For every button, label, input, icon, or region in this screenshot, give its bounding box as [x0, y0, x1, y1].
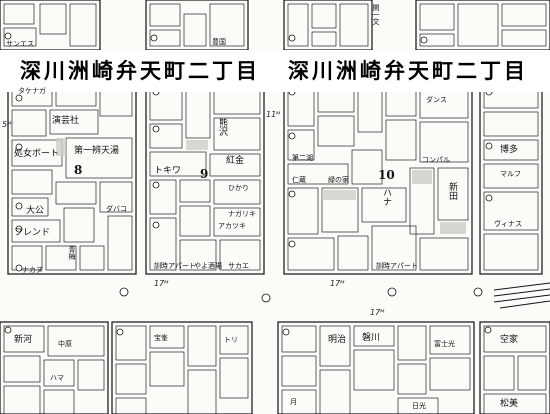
building-label: マルフ: [500, 170, 521, 178]
building-label: 第一辨天湯: [74, 146, 120, 156]
street-mark: 17ᴹ: [330, 279, 345, 288]
block-right: [479, 81, 543, 275]
block-top-4: [415, 0, 550, 51]
building-label: 空家: [500, 335, 519, 345]
block-bottom-1: [0, 321, 109, 414]
building-label: 訓時アパート: [154, 262, 196, 270]
building-label: 月: [290, 398, 297, 406]
building-label: 処女ボート: [14, 149, 60, 159]
building-label: ハマ: [50, 374, 64, 382]
building-label: ダンス: [426, 96, 447, 104]
building-label: ナガリキ: [228, 210, 256, 218]
block-bottom-3: [277, 321, 475, 414]
building-label: 新河: [14, 335, 33, 345]
building-label: 関一文: [372, 4, 380, 25]
building-label: 訓時アパート: [376, 262, 418, 270]
building-label: 仁蔵: [292, 176, 306, 184]
building-label: トキワ: [154, 166, 182, 176]
building-label: アカツキ: [218, 222, 246, 230]
street-title-right: 深川洲崎弁天町二丁目: [288, 58, 528, 83]
building-label: やよ酒場: [194, 262, 222, 270]
building-label: 中原: [58, 340, 72, 348]
building-label: フレンド: [14, 228, 51, 238]
building-label: 宝峯: [154, 334, 168, 342]
block-top-3: [283, 0, 373, 51]
block-bottom-2: [111, 321, 253, 414]
block-number-8: 8: [74, 163, 83, 177]
block-number-10: 10: [378, 168, 395, 182]
street-title-left: 深川洲崎弁天町二丁目: [20, 58, 260, 83]
building-label: 博多: [500, 145, 519, 155]
building-label: ハナ: [381, 188, 391, 206]
building-label: サカエ: [228, 262, 249, 270]
building-label: トリ: [224, 336, 238, 344]
building-label: 熊沢: [217, 118, 227, 136]
building-label: ダバコ: [106, 205, 127, 213]
building-label: ヴィナス: [494, 220, 522, 228]
building-label: 紅金: [226, 156, 245, 166]
street-mark: 11ᴹ: [266, 110, 281, 119]
block-number-9: 9: [200, 167, 209, 181]
block-bottom-4: [479, 321, 550, 414]
building-label: コンパル: [422, 156, 450, 164]
street-mark: 17ᴹ: [370, 308, 385, 317]
street-mark: 5ᴹ: [2, 120, 12, 129]
building-label: 豊国: [212, 38, 226, 46]
building-label: 新田: [447, 182, 457, 200]
building-label: 青梅: [68, 246, 76, 260]
street-band: [0, 50, 550, 92]
building-label: 明治: [328, 335, 347, 345]
building-label: 富士光: [434, 340, 455, 348]
building-label: ひかり: [228, 184, 249, 192]
building-label: 大公: [26, 206, 45, 216]
street-mark: 17ᴹ: [154, 279, 169, 288]
building-label: 演芸社: [52, 116, 80, 126]
building-label: ナカヌ: [22, 266, 43, 274]
building-label: タケナガ: [18, 87, 46, 95]
building-label: 日光: [412, 402, 426, 410]
building-label: 第二湖: [292, 154, 313, 162]
building-label: 緑の家: [328, 176, 349, 184]
building-label: 磐川: [362, 333, 381, 343]
block-top-2: [145, 0, 249, 51]
building-label: サンエス: [6, 40, 34, 48]
building-label: 松美: [500, 399, 519, 409]
